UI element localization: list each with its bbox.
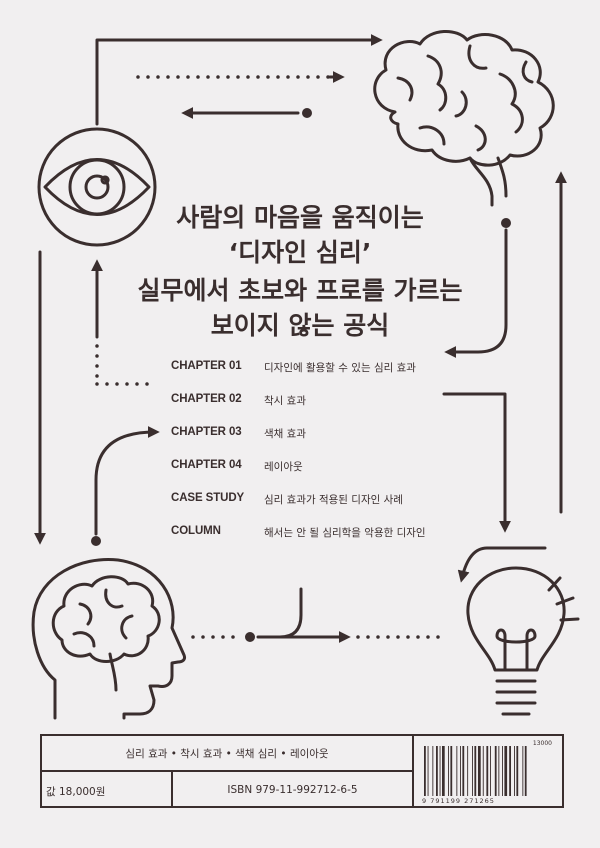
- toc-chapter: COLUMN: [171, 525, 221, 537]
- barcode-bar: [460, 746, 461, 796]
- barcode-bar: [490, 746, 491, 796]
- barcode-bar: [427, 746, 429, 796]
- barcode-bar: [482, 746, 484, 796]
- lightbulb-icon: [466, 566, 580, 716]
- toc-title: 색채 효과: [264, 428, 306, 440]
- barcode-bar: [448, 746, 449, 796]
- toc-row: CHAPTER 04 레이아웃: [171, 459, 471, 492]
- barcode-bar: [467, 746, 469, 796]
- headline-line-4: 보이지 않는 공식: [210, 311, 390, 340]
- barcode-price: 13000: [532, 740, 552, 747]
- table-of-contents: CHAPTER 01 디자인에 활용할 수 있는 심리 효과 CHAPTER 0…: [171, 360, 471, 558]
- barcode-bar: [474, 746, 477, 796]
- barcode-bar: [450, 746, 453, 796]
- toc-title: 레이아웃: [264, 461, 303, 473]
- headline-line-3: 실무에서 초보와 프로를 가르는: [137, 276, 463, 305]
- toc-chapter: CHAPTER 01: [171, 360, 242, 372]
- isbn: ISBN 979-11-992712-6-5: [227, 784, 358, 796]
- info-box: 심리 효과 • 착시 효과 • 색채 심리 • 레이아웃 값 18,000원 I…: [40, 734, 564, 808]
- barcode-bar: [439, 746, 441, 796]
- headline-line-1: 사람의 마음을 움직이는: [176, 203, 424, 232]
- barcode-bar: [502, 746, 503, 796]
- barcode-bar: [524, 746, 527, 796]
- barcode-bar: [494, 746, 497, 796]
- toc-chapter: CHAPTER 03: [171, 426, 242, 438]
- toc-title: 착시 효과: [264, 395, 306, 407]
- barcode-bar: [432, 746, 434, 796]
- eye-icon: [37, 127, 157, 247]
- toc-row: CHAPTER 03 색채 효과: [171, 426, 471, 459]
- barcode-bars: [424, 746, 527, 796]
- barcode-bar: [522, 746, 524, 796]
- barcode-bar: [478, 746, 481, 796]
- barcode-bar: [436, 746, 438, 796]
- toc-row: CHAPTER 01 디자인에 활용할 수 있는 심리 효과: [171, 360, 471, 393]
- toc-row: CHAPTER 02 착시 효과: [171, 393, 471, 426]
- toc-title: 해서는 안 될 심리학을 악용한 디자인: [264, 527, 426, 539]
- barcode-bar: [442, 746, 445, 796]
- toc-title: 디자인에 활용할 수 있는 심리 효과: [264, 362, 416, 374]
- head-brain-icon: [31, 557, 186, 720]
- toc-row: COLUMN 해서는 안 될 심리학을 악용한 디자인: [171, 525, 471, 558]
- toc-chapter: CHAPTER 02: [171, 393, 242, 405]
- keywords: 심리 효과 • 착시 효과 • 색채 심리 • 레이아웃: [125, 748, 329, 760]
- info-divider: [171, 772, 173, 808]
- barcode-bar: [516, 746, 519, 796]
- barcode-bar: [514, 746, 515, 796]
- barcode-digits: 9 791199 271265: [422, 797, 495, 805]
- barcode-bar: [424, 746, 426, 796]
- barcode-bar: [504, 746, 508, 796]
- info-divider: [412, 736, 414, 808]
- headline-line-2: ‘디자인 심리’: [228, 238, 372, 267]
- barcode-bar: [498, 746, 500, 796]
- toc-chapter: CHAPTER 04: [171, 459, 242, 471]
- toc-row: CASE STUDY 심리 효과가 적용된 디자인 사례: [171, 492, 471, 525]
- brain-icon: [373, 30, 555, 207]
- price: 값 18,000원: [46, 786, 106, 798]
- barcode-bar: [509, 746, 511, 796]
- barcode-bar: [472, 746, 473, 796]
- barcode-bar: [456, 746, 458, 796]
- toc-title: 심리 효과가 적용된 디자인 사례: [264, 494, 403, 506]
- flow-connectors: [34, 34, 567, 643]
- barcode-bar: [486, 746, 489, 796]
- toc-chapter: CASE STUDY: [171, 492, 245, 504]
- barcode-bar: [462, 746, 465, 796]
- info-divider: [42, 770, 414, 772]
- barcode: 13000 9 791199 271265: [422, 740, 558, 805]
